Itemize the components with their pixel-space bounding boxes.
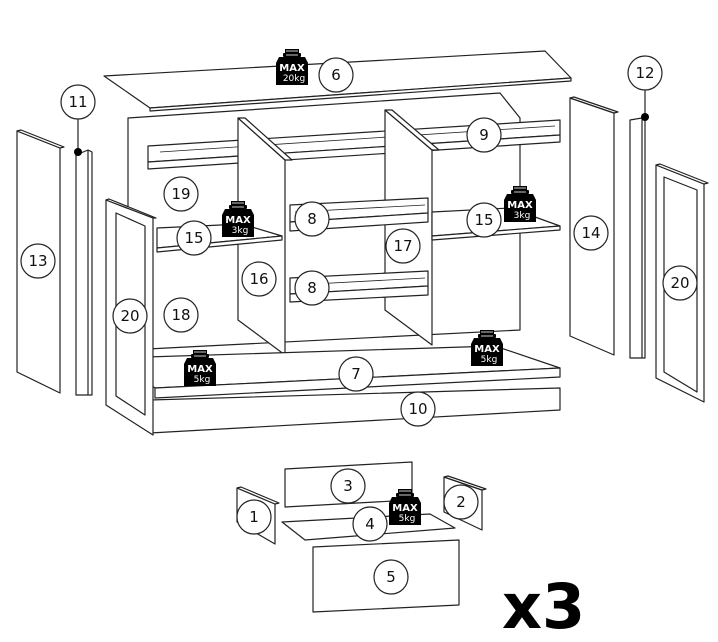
weight-load-label: 3kg — [232, 226, 249, 236]
part-number: 8 — [307, 279, 317, 297]
part-label-5: 5 — [373, 559, 409, 595]
part-label-4: 4 — [352, 506, 388, 542]
part-number: 18 — [171, 306, 190, 324]
part-number: 16 — [249, 270, 268, 288]
part-number: 8 — [307, 210, 317, 228]
part-number: 5 — [386, 568, 396, 586]
part-number: 7 — [351, 365, 361, 383]
part-number: 20 — [120, 307, 139, 325]
part-label-15b: 15 — [466, 202, 502, 238]
part-number: 10 — [408, 400, 427, 418]
weight-load-label: 5kg — [194, 375, 211, 385]
part-number: 15 — [184, 229, 203, 247]
part-label-3: 3 — [330, 468, 366, 504]
part-number: 9 — [479, 126, 489, 144]
part-number: 12 — [635, 64, 654, 82]
part-label-20b: 20 — [662, 265, 698, 301]
part-label-8a: 8 — [294, 201, 330, 237]
part-label-7: 7 — [338, 356, 374, 392]
part-label-16: 16 — [241, 261, 277, 297]
part-label-12: 12 — [627, 55, 663, 91]
part-number: 2 — [456, 493, 466, 511]
part-number: 14 — [581, 224, 600, 242]
part-number: 20 — [670, 274, 689, 292]
part-number: 4 — [365, 515, 375, 533]
part-label-1: 1 — [236, 499, 272, 535]
quantity-multiplier: x3 — [502, 570, 585, 642]
weight-max-label: MAX — [392, 503, 418, 514]
part-label-8b: 8 — [294, 270, 330, 306]
weight-load-label: 5kg — [481, 355, 498, 365]
weight-max-label: MAX — [507, 200, 533, 211]
part-label-20a: 20 — [112, 298, 148, 334]
weight-load-label: 5kg — [399, 514, 416, 524]
part-label-9: 9 — [466, 117, 502, 153]
weight-max-label: MAX — [187, 364, 213, 375]
left-upright — [75, 149, 93, 396]
part-number: 19 — [171, 185, 190, 203]
part-label-15a: 15 — [176, 220, 212, 256]
part-number: 17 — [393, 237, 412, 255]
weight-load-label: 3kg — [514, 211, 531, 221]
weight-load-label: 20kg — [283, 74, 305, 84]
right-divider — [384, 109, 440, 346]
part-label-10: 10 — [400, 391, 436, 427]
part-number: 11 — [68, 93, 87, 111]
part-number: 13 — [28, 252, 47, 270]
weight-max-label: MAX — [279, 63, 305, 74]
part-label-11: 11 — [60, 84, 96, 120]
weight-max-label: MAX — [474, 344, 500, 355]
part-label-18: 18 — [163, 297, 199, 333]
part-number: 3 — [343, 477, 353, 495]
part-label-17: 17 — [385, 228, 421, 264]
right-upright — [629, 117, 646, 359]
weight-max-label: MAX — [225, 215, 251, 226]
part-number: 1 — [249, 508, 259, 526]
dowel-markers — [74, 88, 649, 156]
part-label-13: 13 — [20, 243, 56, 279]
part-label-14: 14 — [573, 215, 609, 251]
part-number: 15 — [474, 211, 493, 229]
part-label-2: 2 — [443, 484, 479, 520]
part-label-19: 19 — [163, 176, 199, 212]
part-number: 6 — [331, 66, 341, 84]
part-label-6: 6 — [318, 57, 354, 93]
